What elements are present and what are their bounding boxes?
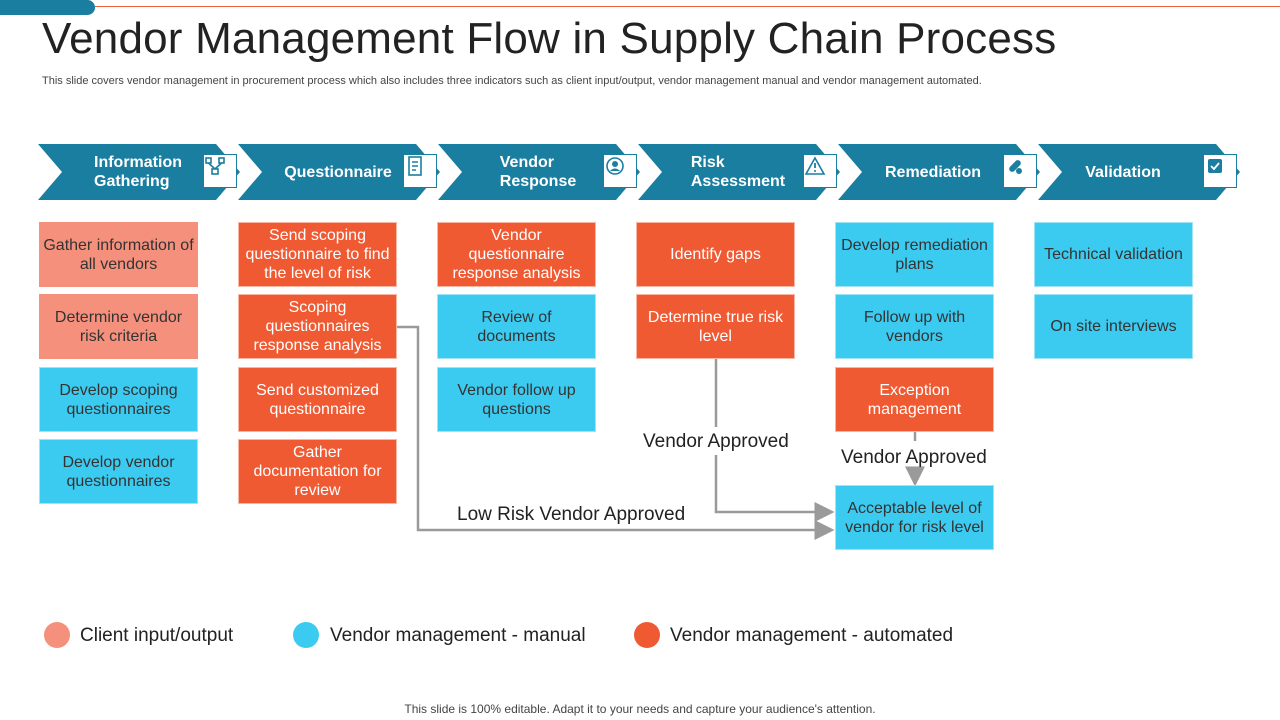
footer-note: This slide is 100% editable. Adapt it to…: [404, 702, 876, 716]
legend-dot-manual: [293, 622, 319, 648]
step-develop-vendor-questionnaires: Develop vendor questionnaires: [39, 439, 198, 504]
chevron-shape: [638, 144, 840, 200]
chevron-shape: [38, 144, 240, 200]
chevron-shape: [438, 144, 640, 200]
step-determine-risk-criteria: Determine vendor risk criteria: [39, 294, 198, 359]
stage-remediation: Remediation: [838, 144, 1040, 200]
stage-questionnaire: Questionnaire: [238, 144, 440, 200]
pills-icon: [1003, 154, 1037, 188]
person-search-icon: [603, 154, 637, 188]
acceptable-level-box: Acceptable level of vendor for risk leve…: [835, 485, 994, 550]
step-review-documents: Review of documents: [437, 294, 596, 359]
step-scoping-response-analysis: Scoping questionnaires response analysis: [238, 294, 397, 359]
step-send-scoping-questionnaire: Send scoping questionnaire to find the l…: [238, 222, 397, 287]
stage-validation: Validation: [1038, 144, 1240, 200]
step-develop-scoping-questionnaires: Develop scoping questionnaires: [39, 367, 198, 432]
remediation-vendor-approved-label: Vendor Approved: [841, 447, 987, 468]
page-subtitle: This slide covers vendor management in p…: [42, 75, 982, 87]
step-send-customized-questionnaire: Send customized questionnaire: [238, 367, 397, 432]
step-exception-management: Exception management: [835, 367, 994, 432]
risk-vendor-approved-label: Vendor Approved: [643, 431, 789, 452]
step-determine-true-risk: Determine true risk level: [636, 294, 795, 359]
step-vendor-follow-up: Vendor follow up questions: [437, 367, 596, 432]
legend-label-automated: Vendor management - automated: [670, 625, 954, 646]
chevron-shape: [838, 144, 1040, 200]
legend-label-manual: Vendor management - manual: [330, 625, 586, 646]
checkbox-icon: [1203, 154, 1237, 188]
step-vendor-response-analysis: Vendor questionnaire response analysis: [437, 222, 596, 287]
stage-label: Questionnaire: [284, 163, 392, 181]
stage-label: Validation: [1085, 163, 1161, 181]
top-divider-line: [95, 6, 1280, 7]
step-develop-remediation-plans: Develop remediation plans: [835, 222, 994, 287]
top-accent-bar: [0, 0, 95, 15]
step-follow-up-vendors: Follow up with vendors: [835, 294, 994, 359]
step-identify-gaps: Identify gaps: [636, 222, 795, 287]
stage-label: Remediation: [884, 163, 981, 181]
step-gather-documentation: Gather documentation for review: [238, 439, 397, 504]
page-title: Vendor Management Flow in Supply Chain P…: [42, 14, 1057, 63]
step-gather-information: Gather information of all vendors: [39, 222, 198, 287]
low-risk-vendor-approved-label: Low Risk Vendor Approved: [457, 504, 686, 525]
network-icon: [203, 154, 237, 188]
step-on-site-interviews: On site interviews: [1034, 294, 1193, 359]
document-icon: [403, 154, 437, 188]
legend-dot-client: [44, 622, 70, 648]
chevron-shape: [1038, 144, 1240, 200]
chevron-shape: [238, 144, 440, 200]
legend-label-client: Client input/output: [80, 625, 234, 646]
step-technical-validation: Technical validation: [1034, 222, 1193, 287]
warning-chart-icon: [803, 154, 837, 188]
legend-dot-automated: [634, 622, 660, 648]
